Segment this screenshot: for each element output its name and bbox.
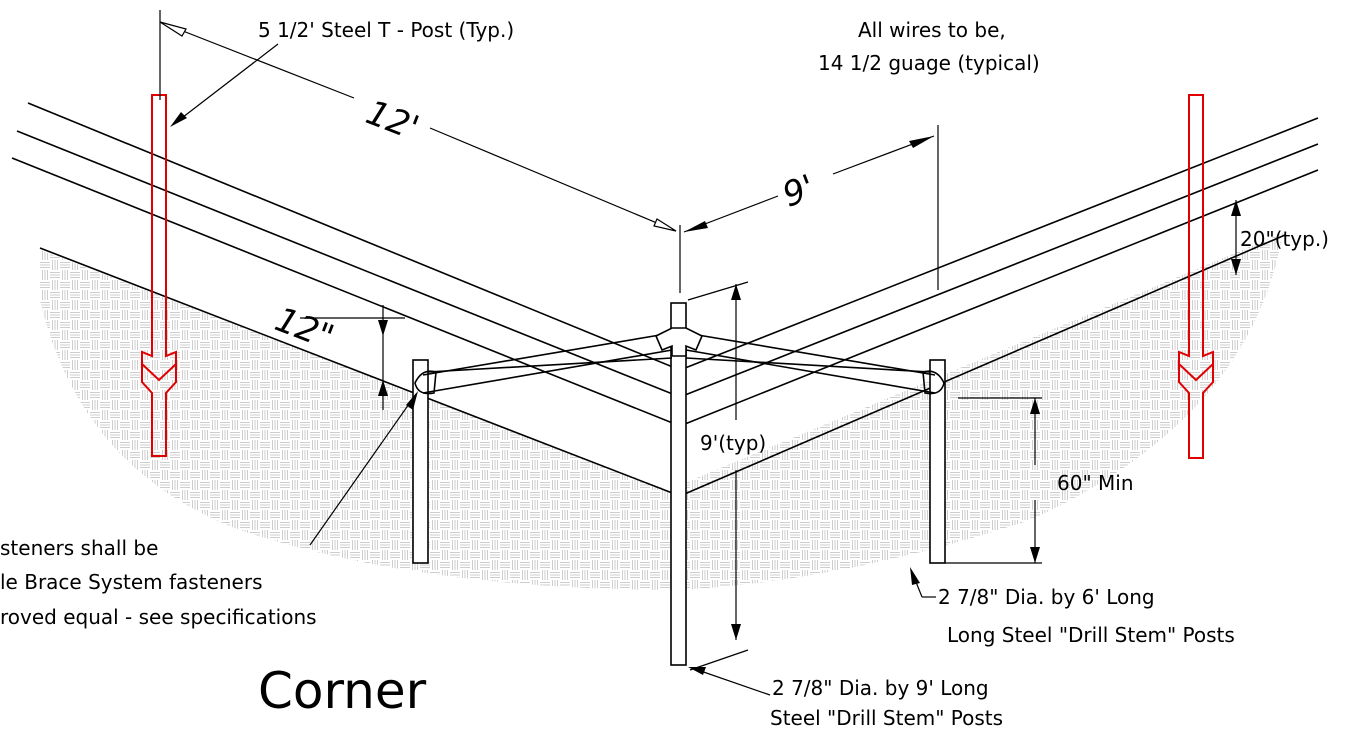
dimension-9ft-typ-label: 9'(typ) xyxy=(700,431,766,455)
dimension-9ft-typ xyxy=(687,281,749,671)
long-post-note-line1: 2 7/8" Dia. by 9' Long xyxy=(772,676,989,700)
diagram-title: Corner xyxy=(258,662,427,720)
dimension-20in-label: 20"(typ.) xyxy=(1240,227,1329,251)
t-post-label: 5 1/2' Steel T - Post (Typ.) xyxy=(258,18,514,42)
leader-lines xyxy=(170,43,936,696)
dimension-12ft-label: 12' xyxy=(361,93,424,149)
dimension-9ft-label: 9' xyxy=(777,167,820,215)
dimension-12in xyxy=(300,305,405,410)
ground-hatch xyxy=(40,233,1283,590)
fence-wires xyxy=(11,102,1319,497)
t-post-right xyxy=(1178,94,1214,459)
short-post-note-line1: 2 7/8" Dia. by 6' Long xyxy=(938,585,1155,609)
wires-note-line1: All wires to be, xyxy=(858,18,1006,42)
t-post-left xyxy=(141,94,177,457)
corner-post xyxy=(670,302,687,666)
dimension-60in xyxy=(945,397,1042,564)
short-post-note-line2: Long Steel "Drill Stem" Posts xyxy=(947,623,1235,647)
wires-note-line2: 14 1/2 guage (typical) xyxy=(818,51,1040,75)
long-post-note-line2: Steel "Drill Stem" Posts xyxy=(770,706,1003,730)
fasteners-note-line3: roved equal - see specifications xyxy=(0,605,317,629)
dimension-12ft xyxy=(159,10,681,293)
brace-rails xyxy=(414,327,945,395)
dimension-9ft xyxy=(683,125,939,290)
dimension-20in xyxy=(1231,200,1241,275)
fasteners-note-line1: steners shall be xyxy=(0,536,158,560)
short-post-left xyxy=(412,359,429,564)
fasteners-note-line2: le Brace System fasteners xyxy=(0,570,263,594)
short-post-right xyxy=(929,359,946,564)
dimension-60in-label: 60" Min xyxy=(1057,471,1134,495)
